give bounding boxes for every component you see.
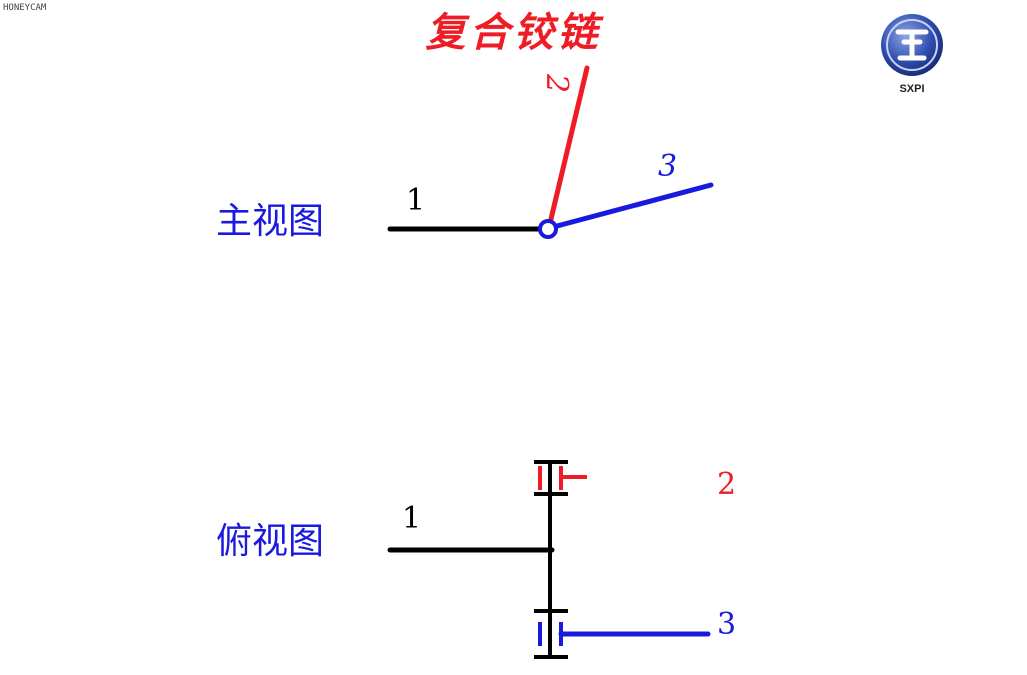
- logo-text: SXPI: [899, 83, 924, 95]
- top-view: 1 2 3: [387, 460, 736, 659]
- top-link-1-label: 1: [402, 501, 421, 536]
- front-link-2-label: 2: [539, 73, 574, 93]
- sxpi-logo: SXPI: [874, 12, 950, 96]
- top-view-label: 俯视图: [216, 521, 325, 562]
- front-link-3-label: 3: [658, 149, 677, 184]
- front-link-3: [554, 182, 714, 229]
- top-link-2-label: 2: [717, 467, 736, 502]
- front-link-2: [548, 65, 590, 222]
- diagram-title: 复合铰链: [425, 9, 602, 56]
- top-link-3-label: 3: [717, 607, 736, 642]
- front-link-1-label: 1: [406, 183, 425, 218]
- watermark-text: HONEYCAM: [3, 3, 47, 13]
- compound-hinge-joint: [538, 219, 558, 239]
- front-view-label: 主视图: [216, 201, 325, 242]
- front-view: 1 2 3: [387, 65, 714, 239]
